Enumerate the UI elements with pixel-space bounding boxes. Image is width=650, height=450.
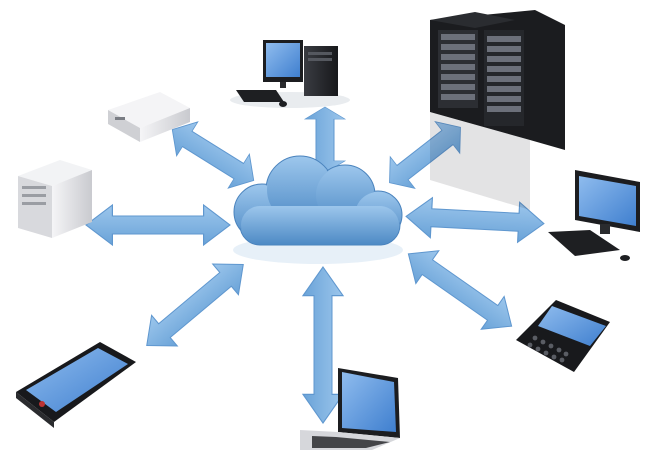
desktop-computer-icon [230, 40, 350, 108]
network-appliance-icon [108, 92, 190, 142]
smartphone-icon [16, 342, 136, 428]
arrow-to-tower-server [85, 204, 231, 246]
arrow-to-laptop [302, 266, 344, 424]
laptop-icon [300, 368, 400, 450]
cloud-icon [233, 155, 403, 264]
monitor-with-keyboard-icon [548, 170, 640, 261]
tower-server-icon [18, 160, 92, 238]
server-rack-icon [430, 10, 565, 210]
arrow-to-smartphone [133, 248, 257, 362]
arrow-to-qwerty-phone [396, 236, 524, 344]
qwerty-phone-icon [516, 300, 610, 372]
